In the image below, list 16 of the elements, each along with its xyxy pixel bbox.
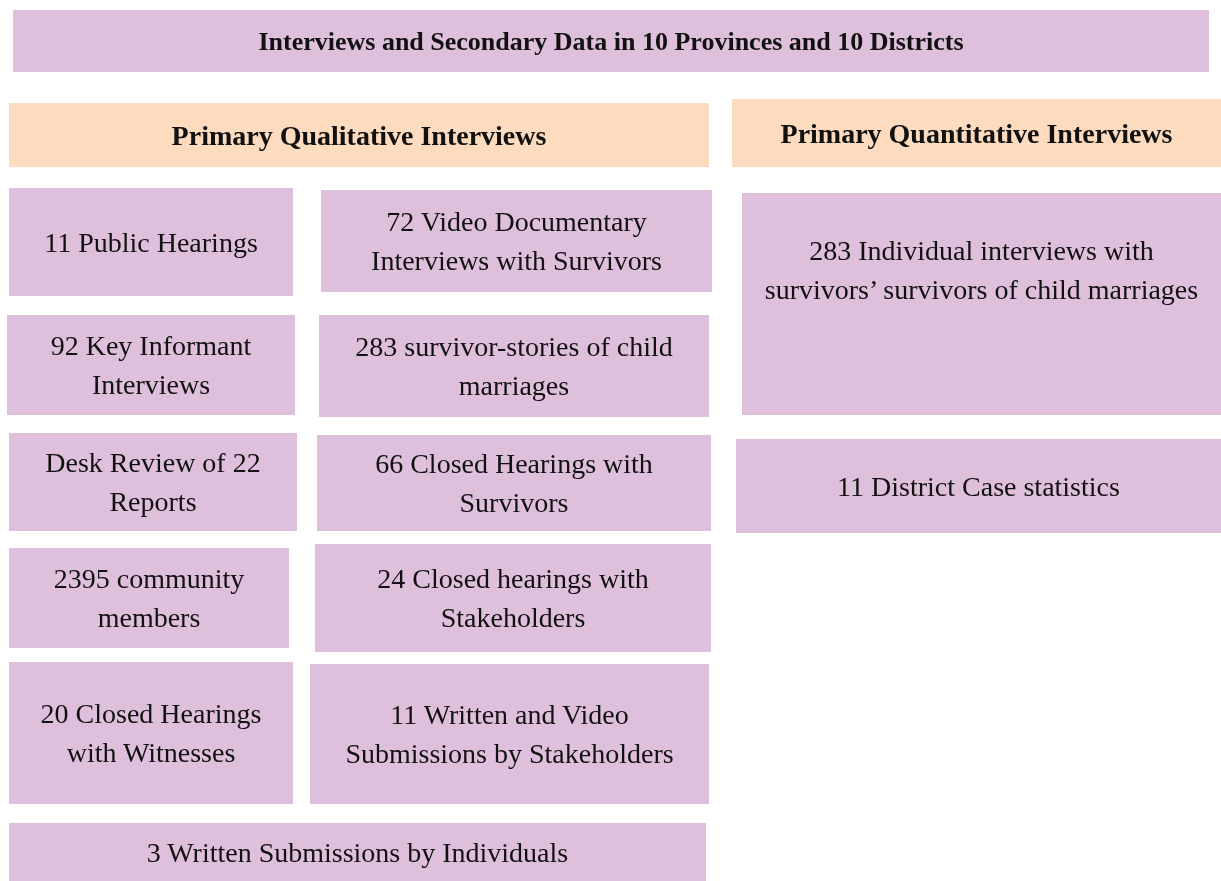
data-source-box: 92 Key Informant Interviews xyxy=(7,315,295,415)
data-source-box: Desk Review of 22 Reports xyxy=(9,433,297,531)
data-source-box: 72 Video Documentary Interviews with Survivors xyxy=(321,190,712,292)
data-source-box: 283 Individual interviews with survivors’ survivors of child marriages xyxy=(742,193,1221,415)
title-banner: Interviews and Secondary Data in 10 Provinces and 10 Districts xyxy=(13,10,1209,72)
data-source-box: 11 Public Hearings xyxy=(9,188,293,296)
data-source-box: 11 Written and Video Submissions by Stakeholders xyxy=(310,664,709,804)
data-source-box: 24 Closed hearings with Stakeholders xyxy=(315,544,711,652)
section-header: Primary Qualitative Interviews xyxy=(9,103,709,167)
data-source-box: 2395 community members xyxy=(9,548,289,648)
data-source-box: 11 District Case statistics xyxy=(736,439,1221,533)
data-source-box: 66 Closed Hearings with Survivors xyxy=(317,435,711,531)
data-source-box: 3 Written Submissions by Individuals xyxy=(9,823,706,881)
data-source-box: 20 Closed Hearings with Witnesses xyxy=(9,662,293,804)
data-source-box: 283 survivor-stories of child marriages xyxy=(319,315,709,417)
section-header: Primary Quantitative Interviews xyxy=(732,99,1221,167)
